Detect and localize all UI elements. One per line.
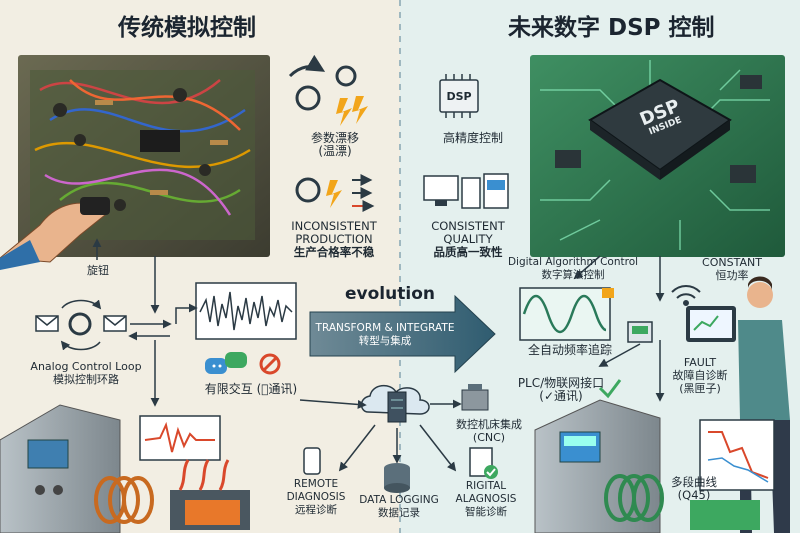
freq-tracking-label: 全自动频率追踪	[527, 343, 612, 357]
param-drift-label: 参数漂移(温漂)	[310, 131, 359, 158]
multi-curve-label: 多段曲线(Q45)	[671, 475, 717, 502]
technician-with-tablet	[686, 276, 790, 533]
analog-loop-icon	[35, 299, 127, 351]
lightning-icon	[336, 96, 368, 126]
transform-arrow	[309, 294, 496, 374]
evolution-label: evolution	[345, 284, 435, 304]
analog-circuit-board-image	[0, 55, 270, 270]
plc-label: PLC/物联网接口(✓通讯)	[517, 376, 605, 403]
dsp-chip-icon	[439, 74, 479, 118]
controller-unit-icon	[627, 321, 653, 343]
cloud-server-icon	[360, 384, 430, 423]
chat-bubbles-icon	[205, 352, 247, 374]
phone-icon	[303, 447, 321, 475]
devices-icon	[423, 173, 509, 209]
sine-wave-panel	[519, 287, 614, 341]
noisy-signal-panel	[175, 282, 297, 340]
analog-generator-machine	[0, 404, 250, 533]
limited-interaction-label: 有限交互 (⃠通讯)	[204, 382, 298, 396]
right-title: 未来数字 DSP 控制	[508, 15, 715, 41]
no-signal-icon	[259, 353, 281, 375]
cnc-label: 数控机床集成(CNC)	[456, 418, 522, 444]
left-title: 传统模拟控制	[118, 15, 256, 41]
dsp-chip-image	[530, 55, 785, 257]
precision-label: 高精度控制	[442, 131, 503, 145]
cnc-machine-icon	[461, 384, 489, 411]
digital-generator-machine	[534, 399, 775, 533]
drift-gears-icon	[288, 54, 357, 111]
wifi-icon	[671, 285, 701, 306]
chip-icon-label: DSP	[446, 90, 472, 103]
knob-label: 旋钮	[87, 264, 109, 277]
database-icon	[384, 463, 410, 493]
diagnosis-doc-icon	[469, 447, 498, 479]
panel-divider	[399, 0, 401, 533]
check-icon	[598, 379, 622, 399]
inconsistent-gears-icon	[295, 174, 375, 212]
